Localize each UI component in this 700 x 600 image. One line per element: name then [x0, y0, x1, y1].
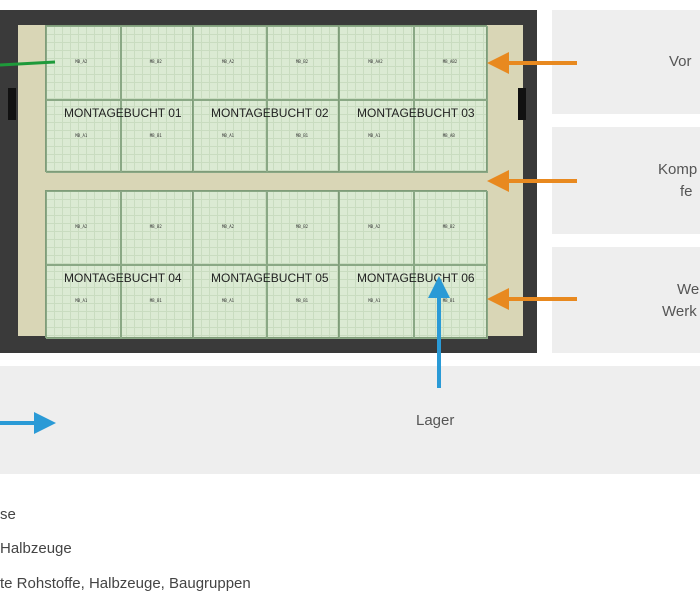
storage-area — [0, 366, 700, 474]
bay-cell — [193, 26, 267, 100]
cell-tag: MB_B1 — [296, 132, 309, 138]
cell-tag: MB_A1 — [368, 132, 381, 138]
bay-cell — [193, 99, 267, 173]
cell-tag: MB_B2 — [149, 224, 162, 230]
cell-tag: MB_B1 — [149, 132, 162, 138]
side-box-3-label-line1: We — [677, 281, 700, 298]
cell-tag: MB_B1 — [149, 298, 162, 304]
storage-label: Lager — [416, 412, 455, 429]
cell-tag: MB_B2 — [296, 59, 309, 65]
orange-arrow-1 — [487, 52, 577, 74]
side-box-1-label: Vor — [669, 53, 692, 70]
bay-cell — [46, 99, 121, 173]
side-box-3-label-line2: Werk — [662, 303, 697, 320]
bay-cell — [46, 265, 121, 339]
cell-tag: MB_AB2 — [442, 59, 458, 65]
right-door — [518, 88, 526, 120]
cell-tag: MB_B2 — [296, 224, 309, 230]
blue-arrow-up — [428, 276, 450, 388]
cell-tag: MB_A2 — [222, 59, 235, 65]
cell-tag: MB_A1 — [75, 298, 88, 304]
cell-tag: MB_B2 — [442, 224, 455, 230]
cell-tag: MB_A2 — [75, 59, 88, 65]
bay-cell — [339, 26, 414, 100]
orange-arrow-2 — [487, 170, 577, 192]
legend-item-3: te Rohstoffe, Halbzeuge, Baugruppen — [0, 575, 251, 592]
cell-tag: MB_AA2 — [368, 59, 383, 65]
cell-tag: MB_B1 — [296, 298, 309, 304]
bay-cell — [193, 191, 267, 265]
bay-cell — [413, 191, 488, 265]
cell-tag: MB_A1 — [75, 132, 88, 138]
left-door — [8, 88, 16, 120]
bay-label: MONTAGEBUCHT 01 — [64, 105, 182, 120]
bay-label: MONTAGEBUCHT 02 — [211, 105, 329, 120]
cell-tag: MB_A2 — [222, 224, 235, 230]
bay-label: MONTAGEBUCHT 05 — [211, 271, 329, 285]
bay-cell — [46, 191, 121, 265]
blue-arrow-right — [0, 412, 56, 434]
green-marker-line — [0, 60, 56, 67]
bay-cell — [413, 99, 488, 173]
side-box-2-label-line1: Komp — [658, 161, 698, 178]
cell-tag: MB_A1 — [222, 132, 235, 138]
bay-label: MONTAGEBUCHT 06 — [357, 271, 475, 285]
cell-tag: MB_A1 — [368, 298, 381, 304]
side-box-2-label-line2: fe — [680, 183, 693, 200]
legend-item-2: Halbzeuge — [0, 540, 72, 557]
bay-cell — [193, 265, 267, 339]
cell-tag: MB_B1 — [442, 298, 455, 304]
bay-cell — [339, 99, 414, 173]
cell-tag: MB_B2 — [149, 59, 162, 65]
cell-tag: MB_A1 — [222, 298, 235, 304]
bay-cell — [339, 265, 414, 339]
cell-tag: MB_AB — [442, 132, 455, 138]
orange-arrow-3 — [487, 288, 577, 310]
cell-tag: MB_A2 — [75, 224, 88, 230]
bay-cell — [339, 191, 414, 265]
bay-cell — [413, 265, 488, 339]
cell-tag: MB_A2 — [368, 224, 381, 230]
bay-label: MONTAGEBUCHT 04 — [64, 271, 182, 285]
legend-item-1: se — [0, 506, 16, 523]
bay-label: MONTAGEBUCHT 03 — [357, 105, 475, 120]
